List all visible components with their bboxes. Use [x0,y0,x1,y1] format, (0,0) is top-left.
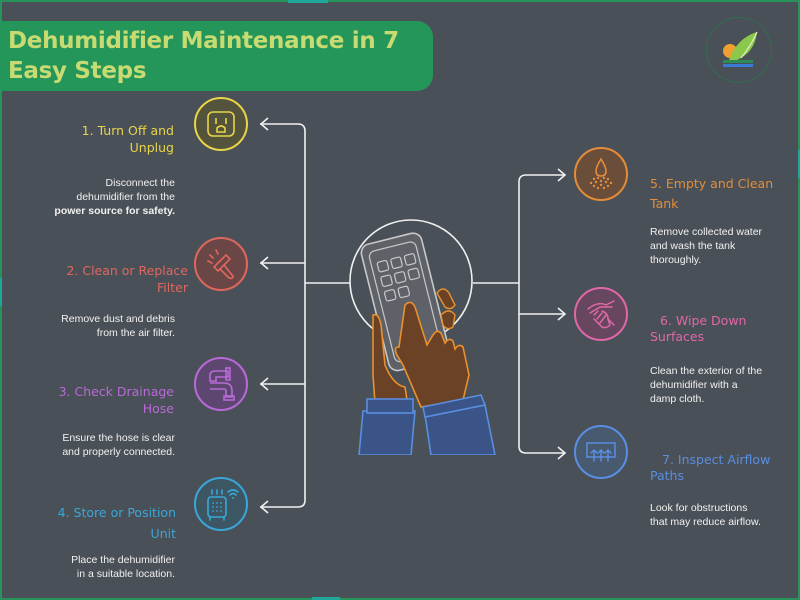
frame-tab-right [798,150,800,178]
air-vent-icon [574,425,628,479]
title-banner: Dehumidifier Maintenance in 7 Easy Steps [0,21,433,91]
wiping-hands-icon [574,287,628,341]
water-drop-icon [574,147,628,201]
dehumidifier-wifi-icon [194,477,248,531]
title-line-2: Easy Steps [8,58,147,84]
power-outlet-icon [194,97,248,151]
hands-holding-phone-icon [345,215,505,456]
page-title: Dehumidifier Maintenance in 7 Easy Steps [8,26,425,86]
squeegee-icon [194,237,248,291]
frame-tab-left [0,278,2,306]
title-line-1: Dehumidifier Maintenance in 7 [8,28,399,54]
frame-tab-bottom [312,597,340,600]
leaf-sun-logo-icon [706,17,772,83]
pipe-icon [194,357,248,411]
frame-tab-top [288,0,328,3]
